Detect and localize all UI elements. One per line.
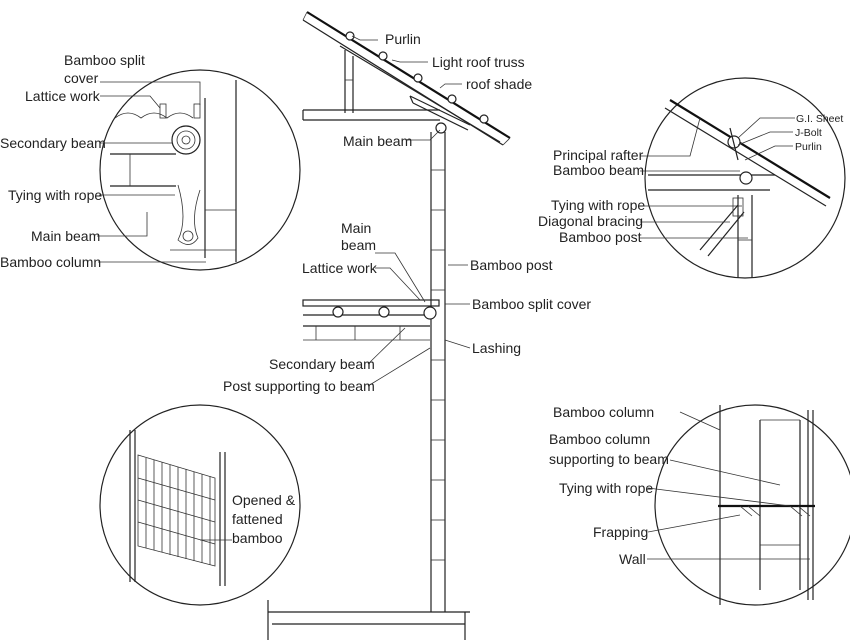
tl-bamboo-split-cover-label-line2: cover: [64, 70, 99, 86]
lashing-label: Lashing: [472, 340, 521, 356]
main-beam-mid-label-line2: beam: [341, 237, 376, 253]
purlin-shapes: [345, 31, 489, 124]
tr-tying-with-rope-label: Tying with rope: [551, 197, 645, 213]
bl-opened-label-line1: Opened &: [232, 492, 296, 508]
tr-diagonal-bracing-label: Diagonal bracing: [538, 213, 643, 229]
roof-shade-label: roof shade: [466, 76, 532, 92]
tl-main-beam-label: Main beam: [31, 228, 100, 244]
tl-lattice-work-label: Lattice work: [25, 88, 101, 104]
lattice-work-label: Lattice work: [302, 260, 378, 276]
tr-gi-sheet-label: G.I. Sheet: [796, 113, 843, 125]
post-supporting-to-beam-label: Post supporting to beam: [223, 378, 375, 394]
br-frapping-label: Frapping: [593, 524, 648, 540]
main-beam-top-label: Main beam: [343, 133, 412, 149]
detail-circle-top-right: [644, 77, 846, 279]
detail-top-left-leaders: [97, 81, 206, 263]
bl-opened-label-line2: fattened: [232, 511, 283, 527]
light-roof-truss-label: Light roof truss: [432, 54, 525, 70]
main-section-drawing: [267, 11, 511, 640]
detail-circle-bottom-left: [99, 404, 301, 606]
br-wall-label: Wall: [619, 551, 646, 567]
main-section-leaders: [351, 35, 471, 387]
purlin-label: Purlin: [385, 31, 421, 47]
detail-circle-top-left: [99, 69, 301, 271]
bamboo-split-cover-label: Bamboo split cover: [472, 296, 591, 312]
floor-deck-shape: [302, 299, 440, 341]
bamboo-post-label: Bamboo post: [470, 257, 553, 273]
tl-bamboo-split-cover-label-line1: Bamboo split: [64, 52, 145, 68]
roof-shade-shape: [302, 11, 511, 146]
tr-principal-rafter-label: Principal rafter: [553, 147, 644, 163]
tr-purlin-label: Purlin: [795, 141, 822, 153]
main-beam-mid-label-line1: Main: [341, 220, 371, 236]
detail-bottom-right-leaders: [647, 411, 810, 560]
detail-top-right-leaders: [640, 117, 795, 239]
detail-circle-bottom-right: [654, 404, 850, 606]
br-supporting-label-line2: supporting to beam: [549, 451, 669, 467]
tl-bamboo-column-label: Bamboo column: [0, 254, 101, 270]
tr-bamboo-post-label: Bamboo post: [559, 229, 642, 245]
br-bamboo-column-label: Bamboo column: [553, 404, 654, 420]
main-beam-top-shape: [302, 109, 447, 134]
ground-base-shape: [267, 600, 470, 640]
br-supporting-label-line1: Bamboo column: [549, 431, 650, 447]
secondary-beam-label: Secondary beam: [269, 356, 375, 372]
tr-j-bolt-label: J-Bolt: [795, 127, 822, 139]
light-roof-truss-shape: [344, 50, 471, 131]
tl-tying-with-rope-label: Tying with rope: [8, 187, 102, 203]
br-tying-with-rope-label: Tying with rope: [559, 480, 653, 496]
bl-opened-label-line3: bamboo: [232, 530, 283, 546]
bamboo-post-shape: [430, 132, 446, 612]
tr-bamboo-beam-label: Bamboo beam: [553, 162, 644, 178]
tl-secondary-beam-label: Secondary beam: [0, 135, 106, 151]
